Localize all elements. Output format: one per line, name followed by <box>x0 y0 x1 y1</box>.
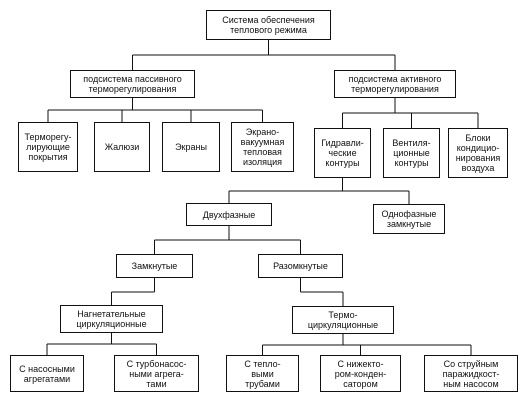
node-heat-pipes: С тепло- выми трубами <box>226 355 299 392</box>
node-closed: Замкнутые <box>116 254 193 278</box>
node-air-conditioning-units: Блоки кондицио- нирования воздуха <box>448 128 508 178</box>
node-jet-vapor-liquid-pump: Со струйным паражидкост- ным насосом <box>424 355 518 392</box>
node-root-thermal-system: Система обеспечения теплового режима <box>206 10 331 40</box>
node-thermo-circulation: Термо- циркуляционные <box>292 306 394 334</box>
node-ventilation-loops: Вентиля- ционные контуры <box>383 128 440 178</box>
node-louvers: Жалюзи <box>94 122 150 172</box>
node-turbopump-units: С турбонасос- ными агрега- тами <box>114 355 199 392</box>
node-injector-condenser: С нижекто- ром-конден- сатором <box>320 355 401 392</box>
node-vacuum-insulation: Экрано- вакуумная тепловая изоляция <box>231 122 294 172</box>
node-active-subsystem: подсистема активного терморегулирования <box>334 70 456 98</box>
node-single-phase-closed: Однофазные замкнутые <box>373 204 445 234</box>
node-two-phase: Двухфазные <box>186 203 272 226</box>
node-thermoregulating-coatings: Терморегу- лирующие покрытия <box>18 122 78 172</box>
node-passive-subsystem: подсистема пассивного терморегулирования <box>70 70 195 98</box>
node-open: Разомкнутые <box>258 254 343 278</box>
node-screens: Экраны <box>162 122 220 172</box>
node-pumped-circulation: Нагнетательные циркуляционные <box>60 305 163 333</box>
node-pump-units: С насосными агрегатами <box>10 355 84 392</box>
node-hydraulic-loops: Гидравли- ческие контуры <box>314 128 371 178</box>
